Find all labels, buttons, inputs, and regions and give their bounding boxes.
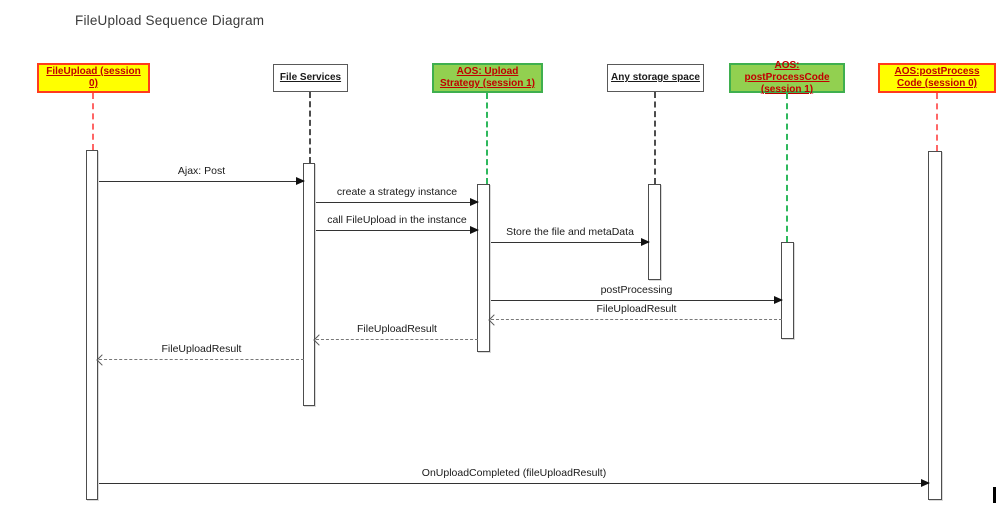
actor-label: FileUpload (session 0) — [46, 66, 141, 89]
message-arrow-line — [316, 339, 478, 340]
message-arrow-line — [491, 300, 782, 301]
activation-file-services — [303, 163, 315, 406]
actor-aos-postprocess-code-session0: AOS:postProcess Code (session 0) — [878, 63, 996, 93]
message-arrow-line — [491, 319, 782, 320]
lifeline-aos-upload-strategy — [486, 93, 488, 184]
lifeline-aos-postprocess-code-session0 — [936, 93, 938, 151]
activation-aos-upload-strategy — [477, 184, 490, 352]
activation-aos-postprocesscode-session1 — [781, 242, 794, 339]
message-label: call FileUpload in the instance — [327, 214, 467, 226]
arrowhead-left-icon — [313, 334, 325, 346]
arrowhead-left-icon — [488, 314, 500, 326]
actor-label: AOS:postProcess Code (session 0) — [894, 66, 980, 89]
arrowhead-right-icon — [921, 479, 930, 487]
message-arrow-line — [99, 359, 304, 360]
activation-any-storage-space — [648, 184, 661, 280]
message-label: Store the file and metaData — [506, 226, 634, 238]
activation-fileupload-session0 — [86, 150, 98, 500]
actor-any-storage-space: Any storage space — [607, 64, 704, 92]
message-arrow-line — [491, 242, 649, 243]
arrowhead-right-icon — [641, 238, 650, 246]
actor-aos-upload-strategy: AOS: Upload Strategy (session 1) — [432, 63, 543, 93]
lifeline-aos-postprocesscode-session1 — [786, 93, 788, 242]
lifeline-file-services — [309, 92, 311, 163]
actor-label: AOS: postProcessCode (session 1) — [744, 60, 830, 95]
activation-aos-postprocess-code-session0 — [928, 151, 942, 500]
lifeline-fileupload-session0 — [92, 93, 94, 150]
message-label: FileUploadResult — [357, 323, 437, 335]
actor-label: Any storage space — [611, 72, 700, 83]
message-label: FileUploadResult — [596, 303, 677, 315]
actor-fileupload-session0: FileUpload (session 0) — [37, 63, 150, 93]
message-label: postProcessing — [600, 284, 673, 296]
message-label: OnUploadCompleted (fileUploadResult) — [421, 467, 607, 479]
actor-file-services: File Services — [273, 64, 348, 92]
message-label: FileUploadResult — [161, 343, 242, 355]
message-arrow-line — [99, 483, 929, 484]
arrowhead-right-icon — [470, 226, 479, 234]
page-title: FileUpload Sequence Diagram — [75, 13, 265, 28]
message-label: create a strategy instance — [336, 186, 458, 198]
message-label: Ajax: Post — [177, 165, 226, 177]
actor-label: AOS: Upload Strategy (session 1) — [439, 66, 536, 89]
lifeline-any-storage-space — [654, 92, 656, 184]
message-arrow-line — [316, 230, 478, 231]
arrowhead-right-icon — [296, 177, 305, 185]
text-cursor — [993, 487, 996, 503]
arrowhead-right-icon — [774, 296, 783, 304]
message-arrow-line — [316, 202, 478, 203]
arrowhead-right-icon — [470, 198, 479, 206]
arrowhead-left-icon — [96, 354, 108, 366]
message-arrow-line — [99, 181, 304, 182]
actor-aos-postprocesscode-session1: AOS: postProcessCode (session 1) — [729, 60, 845, 95]
actor-label: File Services — [279, 72, 342, 83]
